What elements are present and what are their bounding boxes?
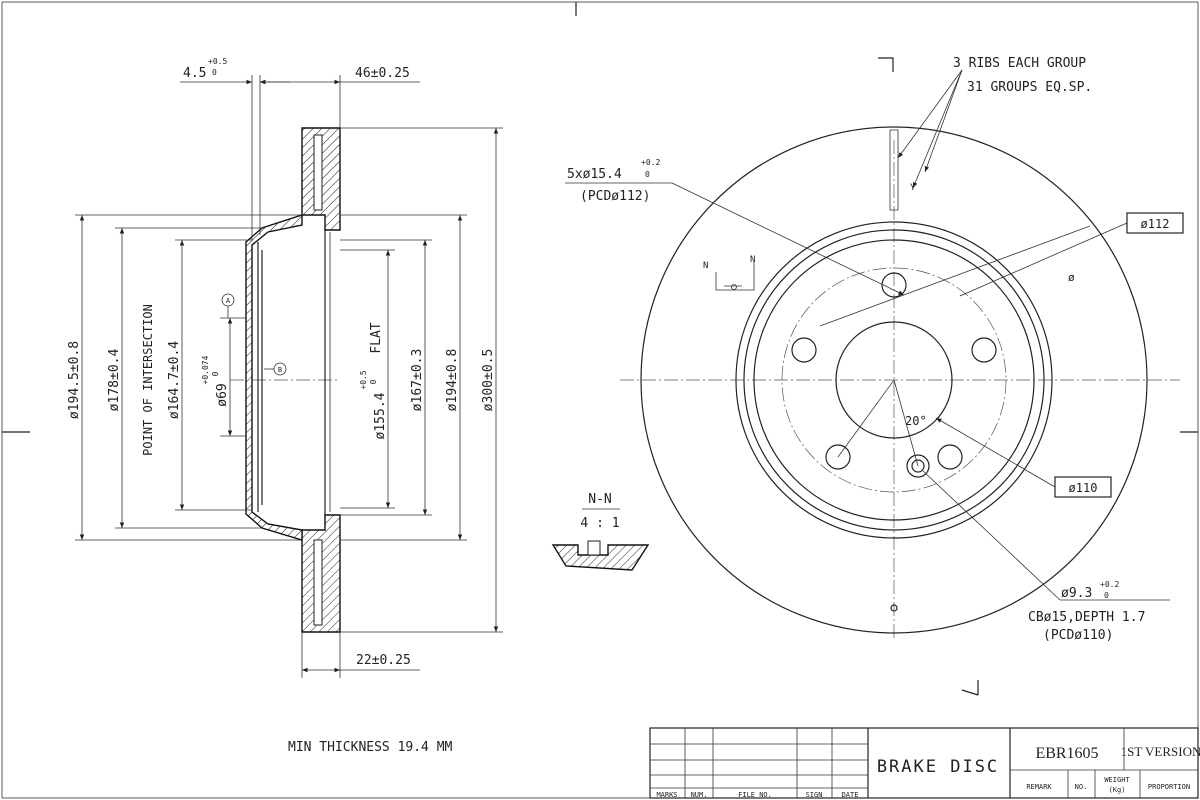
small-hole-tol-lower: 0 bbox=[1104, 591, 1109, 600]
title-block: MARKS NUM. FILE NO. SIGN DATE BRAKE DISC… bbox=[649, 727, 1200, 799]
col-sign: SIGN bbox=[806, 791, 823, 799]
total-height-dim: 46±0.25 bbox=[355, 66, 410, 81]
bolt-holes-tol-lower: 0 bbox=[645, 170, 650, 179]
hat-outer bbox=[743, 229, 1045, 531]
col-file-no: FILE NO. bbox=[738, 791, 772, 799]
proportion-label: PROPORTION bbox=[1148, 783, 1190, 791]
hat-step bbox=[753, 239, 1035, 521]
dim-69-tol-lower: 0 bbox=[211, 371, 220, 376]
section-n-n: N-N 4 : 1 N N bbox=[551, 255, 755, 571]
pcd-110-leader bbox=[935, 417, 1056, 488]
col-date: DATE bbox=[842, 791, 859, 799]
ribs-note-line1: 3 RIBS EACH GROUP bbox=[953, 56, 1086, 71]
ribs-note-line2: 31 GROUPS EQ.SP. bbox=[967, 80, 1092, 95]
dim-178: ø178±0.4 bbox=[107, 349, 122, 412]
datum-a-label: A bbox=[226, 297, 231, 305]
min-thickness-note: MIN THICKNESS 19.4 MM bbox=[288, 740, 453, 755]
dim-155-4-tol-lower: 0 bbox=[369, 379, 378, 384]
y-label: Y bbox=[910, 183, 916, 193]
pcd-112-label: ø112 bbox=[1141, 217, 1170, 231]
hat-offset-dim: 4.5 bbox=[183, 66, 206, 81]
cut-label-right: N bbox=[750, 255, 755, 265]
bolt-holes-tol-upper: +0.2 bbox=[641, 158, 660, 167]
version-label: 1ST VERSION bbox=[1121, 744, 1200, 759]
dim-300: ø300±0.5 bbox=[481, 349, 496, 412]
flat-label: FLAT bbox=[369, 322, 384, 353]
ribs-leader-1 bbox=[897, 69, 963, 159]
front-view: 20° 3 RIBS EACH GROUP 31 GROUPS EQ.SP. Y… bbox=[565, 56, 1184, 643]
small-hole-leader bbox=[921, 469, 1061, 601]
title-block-frame bbox=[649, 727, 1199, 799]
pcd-112-circle bbox=[781, 267, 1007, 493]
pcd-112-leader bbox=[959, 222, 1128, 297]
side-view: 4.5 +0.5 0 46±0.25 22±0.25 ø194.5±0.8 ø1… bbox=[67, 57, 503, 755]
bolt-hole-4 bbox=[825, 444, 851, 470]
small-hole-tol-upper: +0.2 bbox=[1100, 580, 1119, 589]
pcd-112-diam-line bbox=[819, 225, 1091, 327]
bolt-pcd-note: (PCDø112) bbox=[580, 189, 650, 204]
no-label: NO. bbox=[1075, 783, 1088, 791]
small-hole-cb bbox=[906, 454, 930, 478]
thickness-dim: 22±0.25 bbox=[356, 653, 411, 668]
hat-offset-tol-lower: 0 bbox=[212, 68, 217, 77]
pcd-110-label: ø110 bbox=[1069, 481, 1098, 495]
ribs-leader-3 bbox=[924, 69, 963, 173]
point-of-intersection: POINT OF INTERSECTION bbox=[141, 304, 155, 456]
dim-69: ø69 bbox=[215, 383, 230, 406]
col-num: NUM. bbox=[691, 791, 708, 799]
center-bore bbox=[835, 321, 953, 439]
weight-unit: (Kg) bbox=[1109, 786, 1126, 794]
angle-ray-1 bbox=[837, 379, 895, 458]
locator-dot bbox=[890, 604, 898, 612]
cut-line-arrows bbox=[715, 262, 755, 291]
bolt-hole-1 bbox=[881, 272, 907, 298]
corner-mark-3 bbox=[878, 57, 894, 72]
col-marks: MARKS bbox=[656, 791, 677, 799]
section-label: N-N bbox=[588, 492, 611, 507]
section-groove bbox=[587, 540, 601, 556]
corner-mark bbox=[961, 689, 979, 696]
small-pcd-note: (PCDø110) bbox=[1043, 628, 1113, 643]
bolt-hole-2 bbox=[971, 337, 997, 363]
phi-mark: ø bbox=[1068, 271, 1075, 284]
angle-ray-2 bbox=[893, 379, 919, 467]
dim-155-4-tol-upper: +0.5 bbox=[359, 370, 368, 389]
cut-label-left: N bbox=[703, 261, 708, 271]
hat-section bbox=[245, 214, 303, 541]
drawing-title: BRAKE DISC bbox=[877, 757, 999, 777]
dim-194: ø194±0.8 bbox=[445, 349, 460, 412]
dim-69-tol-upper: +0.074 bbox=[201, 355, 210, 384]
section-scale: 4 : 1 bbox=[580, 516, 619, 531]
bolt-hole-3 bbox=[937, 444, 963, 470]
part-number: EBR1605 bbox=[1035, 745, 1098, 762]
small-hole bbox=[911, 459, 925, 473]
vent-channel-top bbox=[313, 134, 323, 211]
counterbore-note: CBø15,DEPTH 1.7 bbox=[1028, 610, 1145, 625]
small-hole-note: ø9.3 bbox=[1061, 586, 1092, 601]
dim-194-5: ø194.5±0.8 bbox=[67, 341, 82, 419]
bolt-note-leader bbox=[671, 182, 905, 296]
weight-label: WEIGHT bbox=[1104, 776, 1130, 784]
cut-point bbox=[731, 284, 737, 290]
bolt-hole-5 bbox=[791, 337, 817, 363]
datum-b-label: B bbox=[278, 366, 282, 374]
outer-disc-edge bbox=[640, 126, 1148, 634]
bolt-holes bbox=[791, 272, 997, 470]
dim-155-4: ø155.4 bbox=[373, 392, 388, 439]
ribs-leader-2 bbox=[912, 69, 963, 189]
hat-offset-tol-upper: +0.5 bbox=[208, 57, 227, 66]
angle-label: 20° bbox=[905, 414, 927, 428]
section-profile bbox=[551, 544, 650, 571]
bolt-holes-note: 5xø15.4 bbox=[567, 167, 622, 182]
braking-band-inner bbox=[735, 221, 1053, 539]
dim-164-7: ø164.7±0.4 bbox=[167, 341, 182, 419]
remark-label: REMARK bbox=[1026, 783, 1052, 791]
vent-channel-bottom bbox=[313, 539, 323, 626]
rib-sketch bbox=[889, 129, 899, 211]
dim-167: ø167±0.3 bbox=[410, 349, 425, 412]
